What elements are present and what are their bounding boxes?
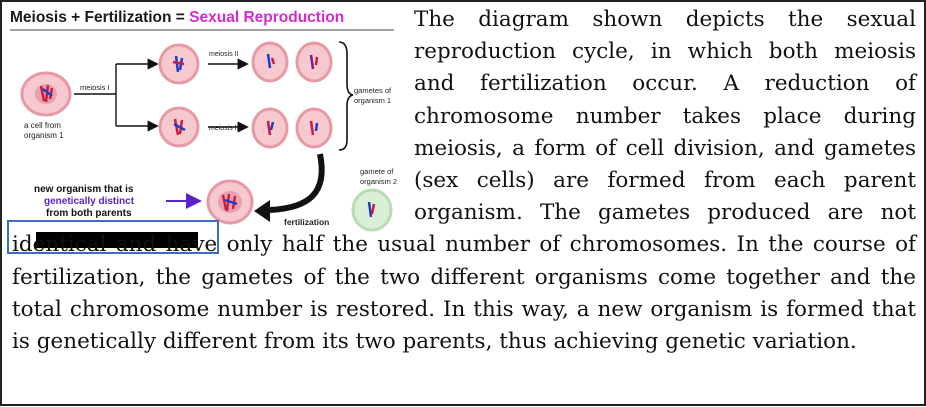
answer-box xyxy=(7,220,219,254)
curved-arrow-head xyxy=(254,200,270,222)
gamete-organism-2 xyxy=(351,188,393,232)
curved-arrow-icon xyxy=(269,153,325,213)
label-genetically-distinct: genetically distinct xyxy=(44,196,135,207)
label-gametes-of: gametes of xyxy=(354,86,392,95)
label-cell-from: a cell from xyxy=(24,121,61,130)
brace-icon xyxy=(338,41,354,151)
sexual-reproduction-diagram: Meiosis + Fertilization = Sexual Reprodu… xyxy=(8,4,406,256)
gamete-1a xyxy=(251,41,289,83)
passage-text: The diagram shown depicts the sexual rep… xyxy=(12,7,916,355)
label-gamete-of: gamete of xyxy=(360,167,394,176)
label-new-organism-line3: from both parents xyxy=(46,208,132,219)
gamete-1c xyxy=(251,107,289,149)
daughter-cell-top xyxy=(158,43,200,85)
label-meiosis-ii-top: meiosis II xyxy=(209,51,239,58)
label-meiosis-ii-bottom: meiosis II xyxy=(209,125,239,132)
gamete-1d xyxy=(295,107,333,149)
label-gametes-organism-1: organism 1 xyxy=(354,96,391,105)
daughter-cell-bottom xyxy=(158,106,200,148)
label-fertilization: fertilization xyxy=(284,217,329,227)
label-organism-1: organism 1 xyxy=(24,131,64,140)
redaction-bar xyxy=(36,232,198,248)
figure-float-spacer xyxy=(12,4,414,228)
label-organism-2: organism 2 xyxy=(360,177,397,186)
label-new-organism-line1: new organism that is xyxy=(34,184,134,195)
diagram-title: Meiosis + Fertilization = Sexual Reprodu… xyxy=(10,9,344,26)
label-meiosis-i: meiosis I xyxy=(80,83,110,92)
passage-paragraph: The diagram shown depicts the sexual rep… xyxy=(12,4,916,358)
new-organism-cell xyxy=(206,179,254,225)
parent-cell-organism-1 xyxy=(20,71,72,117)
gamete-1b xyxy=(295,41,333,83)
